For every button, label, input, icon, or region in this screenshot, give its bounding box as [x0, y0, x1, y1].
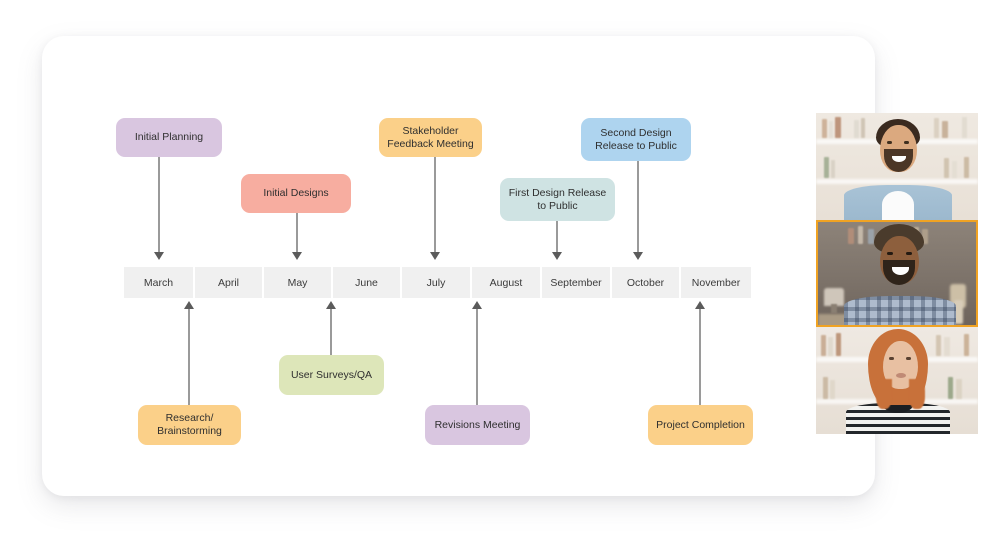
- arrowhead-user-surveys-qa: [326, 301, 336, 309]
- arrowhead-revisions-meeting: [472, 301, 482, 309]
- connector-user-surveys-qa: [330, 308, 332, 355]
- participant-1-video-feed: [816, 113, 978, 220]
- participant-3-video-feed: [816, 327, 978, 434]
- milestone-label: Initial Designs: [263, 187, 329, 199]
- arrowhead-initial-designs: [292, 252, 302, 260]
- arrowhead-second-design-release: [633, 252, 643, 260]
- video-call-panel: [816, 113, 978, 435]
- connector-first-design-release: [556, 221, 558, 255]
- axis-month-august[interactable]: August: [472, 267, 542, 298]
- axis-month-may[interactable]: May: [264, 267, 333, 298]
- connector-second-design-release: [637, 161, 639, 255]
- axis-month-september[interactable]: September: [542, 267, 612, 298]
- video-tile-participant-3[interactable]: [816, 327, 978, 434]
- milestone-label: Project Completion: [656, 418, 745, 431]
- milestone-label: Stakeholder Feedback Meeting: [387, 124, 474, 150]
- arrowhead-initial-planning: [154, 252, 164, 260]
- milestone-user-surveys-qa[interactable]: User Surveys/QA: [279, 355, 384, 395]
- milestone-label: Revisions Meeting: [434, 418, 521, 431]
- milestone-project-completion[interactable]: Project Completion: [648, 405, 753, 445]
- milestone-revisions-meeting[interactable]: Revisions Meeting: [425, 405, 530, 445]
- connector-initial-planning: [158, 157, 160, 255]
- axis-month-march[interactable]: March: [124, 267, 195, 298]
- connector-project-completion: [699, 308, 701, 405]
- connector-initial-designs: [296, 213, 298, 255]
- milestone-label: Initial Planning: [134, 131, 204, 143]
- milestone-initial-designs[interactable]: Initial Designs: [241, 174, 351, 213]
- connector-revisions-meeting: [476, 308, 478, 405]
- milestone-stakeholder-feedback-meeting[interactable]: Stakeholder Feedback Meeting: [379, 118, 482, 157]
- connector-research-brainstorming: [188, 308, 190, 405]
- axis-month-june[interactable]: June: [333, 267, 402, 298]
- arrowhead-project-completion: [695, 301, 705, 309]
- video-tile-participant-1[interactable]: [816, 113, 978, 220]
- milestone-label: Research/ Brainstorming: [157, 412, 222, 437]
- milestone-label: User Surveys/QA: [290, 368, 373, 381]
- timeline-axis: March April May June July August Septemb…: [124, 267, 751, 298]
- video-tile-participant-2[interactable]: [816, 220, 978, 327]
- milestone-label: Second Design Release to Public: [595, 126, 677, 152]
- milestone-research-brainstorming[interactable]: Research/ Brainstorming: [138, 405, 241, 445]
- milestone-first-design-release[interactable]: First Design Release to Public: [500, 178, 615, 221]
- axis-month-april[interactable]: April: [195, 267, 264, 298]
- axis-month-july[interactable]: July: [402, 267, 472, 298]
- axis-month-november[interactable]: November: [681, 267, 751, 298]
- connector-stakeholder-feedback-meeting: [434, 157, 436, 255]
- milestone-initial-planning[interactable]: Initial Planning: [116, 118, 222, 157]
- participant-2-video-feed: [818, 222, 976, 325]
- axis-month-october[interactable]: October: [612, 267, 681, 298]
- milestone-second-design-release[interactable]: Second Design Release to Public: [581, 118, 691, 161]
- arrowhead-first-design-release: [552, 252, 562, 260]
- arrowhead-stakeholder-feedback-meeting: [430, 252, 440, 260]
- arrowhead-research-brainstorming: [184, 301, 194, 309]
- milestone-label: First Design Release to Public: [508, 186, 607, 212]
